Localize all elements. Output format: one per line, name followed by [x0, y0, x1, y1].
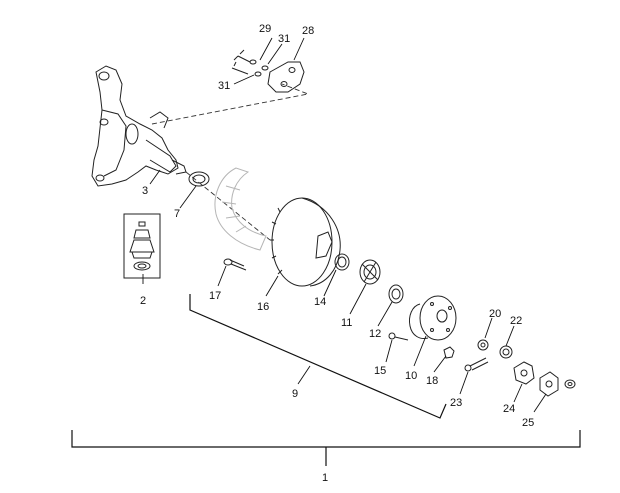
- group-bracket-1: [71, 430, 581, 448]
- bracket-bolts: [231, 49, 269, 77]
- dashed-relation-line-bracket: [151, 83, 310, 125]
- dashed-centerline: [185, 171, 271, 241]
- callout-10: 10: [405, 370, 417, 382]
- callout-14: 14: [314, 296, 326, 308]
- callout-1: 1: [322, 472, 328, 484]
- callout-25: 25: [522, 417, 534, 429]
- locking-hub-cap: [539, 371, 576, 397]
- callout-9: 9: [292, 388, 298, 400]
- wheel-stud: [223, 258, 247, 271]
- group-bracket-9: [189, 294, 447, 419]
- callout-29: 29: [259, 23, 271, 35]
- steering-knuckle: [91, 65, 187, 187]
- leader-lines: [142, 37, 547, 413]
- callout-22: 22: [510, 315, 522, 327]
- bearing-race: [388, 284, 404, 304]
- callout-15: 15: [374, 365, 386, 377]
- callout-31-top: 31: [278, 33, 290, 45]
- spacer: [499, 345, 513, 359]
- inner-bearing: [334, 253, 350, 271]
- wheel-hub: [409, 295, 457, 341]
- callout-11: 11: [341, 317, 352, 329]
- callout-20: 20: [489, 308, 501, 320]
- callout-23: 23: [450, 397, 462, 409]
- callout-24: 24: [503, 403, 515, 415]
- brake-rotor: [270, 197, 341, 287]
- callout-17: 17: [209, 290, 221, 302]
- dust-shield: [214, 167, 267, 251]
- stud: [464, 357, 489, 372]
- mounting-bracket: [267, 61, 305, 93]
- callout-18: 18: [426, 375, 438, 387]
- lock-plate: [513, 361, 535, 385]
- callout-7: 7: [174, 208, 180, 220]
- callout-16: 16: [257, 301, 269, 313]
- hub-bolt: [388, 332, 409, 341]
- ball-joint-kit: [123, 213, 161, 279]
- seal: [188, 171, 210, 187]
- washer: [477, 339, 489, 351]
- callout-2: 2: [140, 295, 146, 307]
- callout-31-left: 31: [218, 80, 230, 92]
- callout-3: 3: [142, 185, 148, 197]
- callout-28: 28: [302, 25, 314, 37]
- callout-12: 12: [369, 328, 381, 340]
- tapered-bearing: [359, 259, 381, 285]
